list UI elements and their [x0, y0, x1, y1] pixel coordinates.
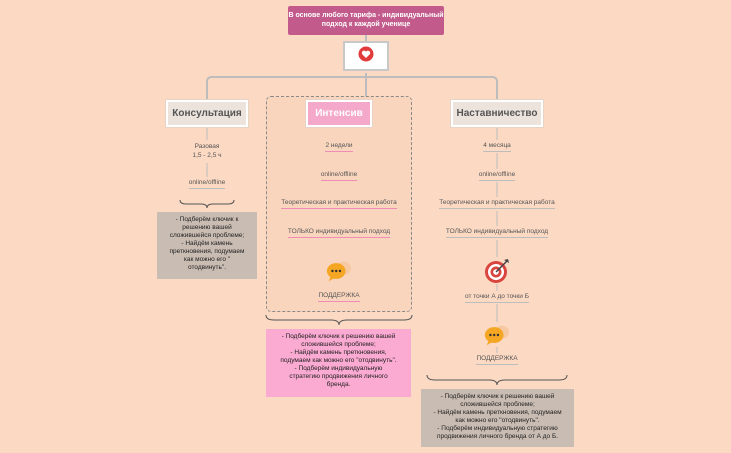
- intensive-work-wrap: Теоретическая и практическая работа: [272, 199, 406, 209]
- mentor-only: ТОЛЬКО индивидуальный подход: [445, 228, 549, 238]
- intensive-note-line: - Подберём индивидуальную: [294, 365, 383, 372]
- header-mentorship-label: Наставничество: [456, 108, 538, 119]
- header-consultation: Консультация: [166, 100, 248, 127]
- mentor-note: - Подберём ключик к решению вашей сложив…: [421, 389, 574, 447]
- consult-format-wrap: online/offline: [170, 179, 244, 189]
- intensive-support: ПОДДЕРЖКА: [318, 292, 360, 302]
- consult-note-line: как можно его ": [183, 256, 231, 263]
- intensive-note: - Подберём ключик к решению вашей сложив…: [266, 329, 411, 397]
- consult-type-line1: Разовая: [194, 143, 220, 150]
- heart-box: [343, 41, 389, 71]
- intensive-note-line: сложившейся проблеме;: [301, 341, 376, 348]
- mentor-note-line: как можно его "отодвинуть".: [455, 417, 540, 424]
- header-intensive-label: Интенсив: [315, 108, 363, 119]
- consult-note-line: - Найдём камень: [181, 240, 233, 247]
- intensive-only-wrap: ТОЛЬКО индивидуальный подход: [272, 228, 406, 238]
- mentor-format: online/offline: [478, 171, 516, 181]
- consult-note-line: решению вашей: [182, 224, 232, 231]
- title-text: В основе любого тарифа - индивидуальный …: [288, 12, 444, 28]
- intensive-only: ТОЛЬКО индивидуальный подход: [287, 228, 391, 238]
- mentor-ab-wrap: от точки А до точки Б: [440, 293, 554, 303]
- consult-note-line: - Подберём ключик к: [175, 216, 239, 223]
- mentor-support: ПОДДЕРЖКА: [476, 355, 518, 365]
- intensive-work: Теоретическая и практическая работа: [281, 199, 397, 209]
- mentor-note-line: продвижения личного бренда от А до Б.: [436, 433, 559, 440]
- title-box: В основе любого тарифа - индивидуальный …: [288, 6, 444, 35]
- intensive-format-wrap: online/offline: [299, 171, 379, 181]
- mentor-duration-wrap: 4 месяца: [457, 142, 537, 152]
- mentor-work: Теоретическая и практическая работа: [439, 199, 555, 209]
- target-icon: [484, 258, 510, 284]
- intensive-note-line: подумаем как можно его "отодвинуть".: [280, 357, 397, 364]
- consult-format: online/offline: [188, 179, 226, 189]
- intensive-note-line: бренда.: [326, 381, 351, 388]
- consult-note: - Подберём ключик к решению вашей сложив…: [157, 212, 257, 279]
- mentor-note-line: - Подберём индивидуальную стратегию: [437, 425, 558, 432]
- mentor-note-line: - Подберём ключик к решению вашей: [440, 393, 555, 400]
- header-consultation-label: Консультация: [172, 108, 242, 119]
- mentor-only-wrap: ТОЛЬКО индивидуальный подход: [430, 228, 564, 238]
- mentor-support-wrap: ПОДДЕРЖКА: [457, 355, 537, 365]
- consult-note-line: сложившейся проблеме;: [169, 232, 245, 239]
- chat-bubble-icon: [325, 259, 353, 283]
- header-intensive: Интенсив: [306, 100, 372, 127]
- intensive-support-wrap: ПОДДЕРЖКА: [299, 292, 379, 302]
- intensive-format: online/offline: [320, 171, 358, 181]
- intensive-duration: 2 недели: [325, 142, 353, 152]
- mentor-note-line: - Найдём камень преткновения, подумаем: [433, 409, 562, 416]
- intensive-note-line: стратегию продвижения личного: [289, 373, 388, 380]
- consult-note-line: отодвинуть".: [187, 264, 227, 271]
- consult-type: Разовая 1,5 - 2,5 ч: [170, 142, 244, 160]
- intensive-duration-wrap: 2 недели: [299, 142, 379, 152]
- consult-note-line: преткновения, подумаем: [169, 248, 245, 255]
- chat-bubble-icon: [483, 323, 511, 347]
- intensive-note-line: - Подберём ключик к решению вашей: [281, 333, 396, 340]
- mentor-format-wrap: online/offline: [457, 171, 537, 181]
- header-mentorship: Наставничество: [451, 100, 543, 127]
- mentor-ab: от точки А до точки Б: [465, 293, 529, 303]
- mentor-work-wrap: Теоретическая и практическая работа: [430, 199, 564, 209]
- consult-type-line2: 1,5 - 2,5 ч: [192, 152, 222, 159]
- intensive-note-line: - Найдём камень преткновения,: [290, 349, 387, 356]
- mentor-note-line: сложившейся проблеме;: [460, 401, 535, 408]
- heart-icon: [358, 46, 374, 67]
- mentor-duration: 4 месяца: [483, 142, 511, 152]
